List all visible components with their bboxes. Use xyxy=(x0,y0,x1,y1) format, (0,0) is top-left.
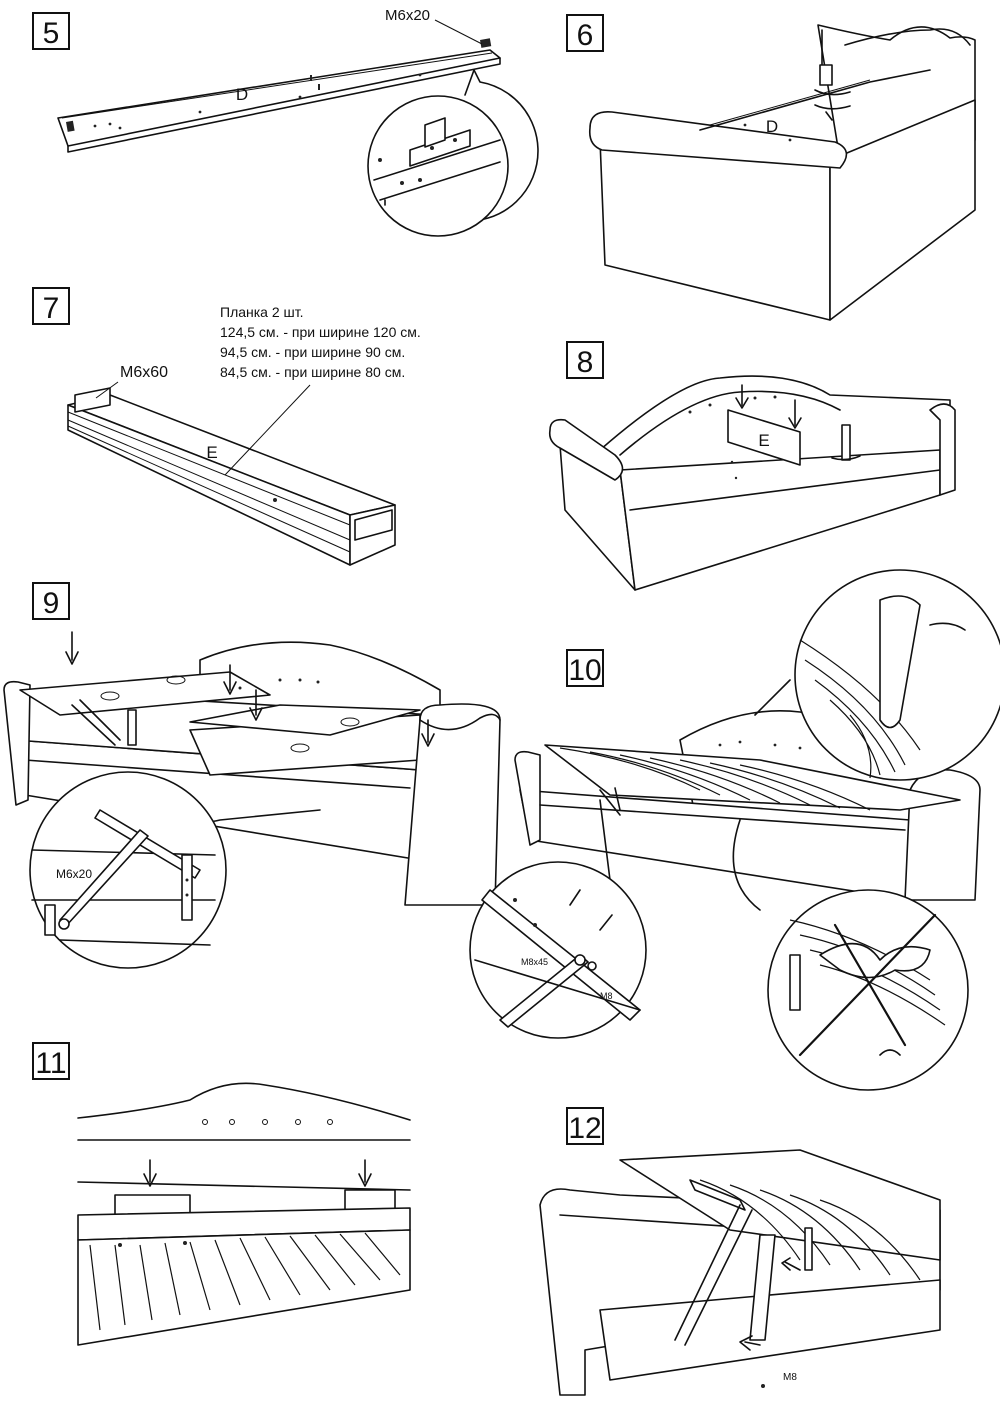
zoom-circle-bracket xyxy=(367,69,539,237)
step-10: 10 xyxy=(469,569,1000,1091)
step-11: 11 xyxy=(32,1042,411,1346)
zoom-circle-wrong xyxy=(732,819,969,1091)
step-8-box xyxy=(566,341,604,379)
nut-m8-label-10: M8 xyxy=(600,991,613,1001)
bolt-m8x45-label: M8x45 xyxy=(521,957,548,967)
lift-mechanism-closeup xyxy=(539,1149,941,1396)
sofa-frame-9 xyxy=(3,631,501,906)
zoom-circle-bolts xyxy=(469,799,647,1039)
step-9: 9 xyxy=(3,582,501,969)
board-d-label-6: D xyxy=(766,117,778,136)
step-9-number: 9 xyxy=(43,587,60,620)
board-d xyxy=(57,38,501,153)
note-line-4: 84,5 см. - при ширине 80 см. xyxy=(220,364,405,380)
bolt-m6x20-label: M6x20 xyxy=(385,7,430,24)
step-12: 12 M8 xyxy=(539,1107,941,1396)
note-line-2: 124,5 см. - при ширине 120 см. xyxy=(220,324,421,340)
nut-m8-label-12: M8 xyxy=(783,1372,797,1383)
step-10-number: 10 xyxy=(568,654,601,687)
bolt-m6x20-label-9: M6x20 xyxy=(56,867,92,881)
step-10-box xyxy=(566,649,604,687)
bolt-leader-line-7 xyxy=(95,381,119,399)
step-5: 5 D M6x20 xyxy=(32,7,539,237)
slat-e-label: E xyxy=(206,443,217,462)
headboard-closeup xyxy=(77,1082,411,1346)
step-11-box xyxy=(32,1042,70,1080)
slat-e xyxy=(67,387,396,566)
step-12-box xyxy=(566,1107,604,1145)
step-6-number: 6 xyxy=(577,19,594,52)
step-5-box xyxy=(32,12,70,50)
note-line-3: 94,5 см. - при ширине 90 см. xyxy=(220,344,405,360)
note-leader-line xyxy=(224,384,311,476)
step-5-number: 5 xyxy=(43,17,60,50)
note-line-1: Планка 2 шт. xyxy=(220,304,304,320)
step-8-number: 8 xyxy=(577,346,594,379)
sofa-frame-6 xyxy=(588,24,976,321)
bolt-m6x60-label: M6x60 xyxy=(120,364,168,381)
step-9-box xyxy=(32,582,70,620)
board-d-label: D xyxy=(236,85,248,104)
sofa-frame-8 xyxy=(548,375,956,591)
slat-e-label-8: E xyxy=(758,431,769,450)
step-8: 8 E xyxy=(548,341,956,591)
step-7-box xyxy=(32,287,70,325)
step-7: 7 M6x60 E Планка 2 шт. 124,5 см. - при ш… xyxy=(32,287,421,566)
bolt-leader-line xyxy=(434,19,483,45)
zoom-circle-lift-9 xyxy=(29,771,321,969)
step-7-number: 7 xyxy=(43,292,60,325)
step-6-box xyxy=(566,14,604,52)
step-11-number: 11 xyxy=(35,1047,66,1080)
zoom-circle-strap xyxy=(754,569,1000,781)
step-12-number: 12 xyxy=(568,1112,601,1145)
step-6: 6 D xyxy=(566,14,976,321)
